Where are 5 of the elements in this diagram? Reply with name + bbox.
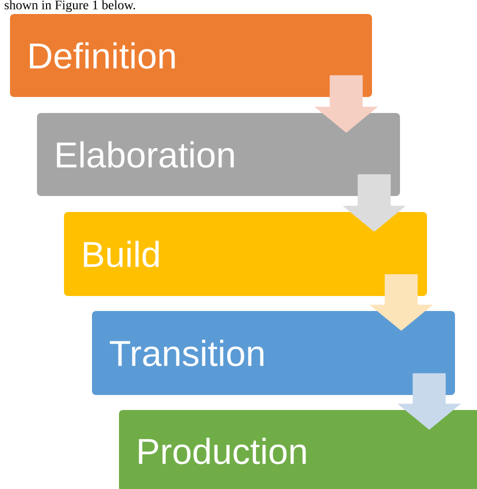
step-box: Production (119, 410, 477, 489)
step-box: Transition (92, 311, 455, 395)
step-box: Build (64, 212, 427, 296)
step-box: Definition (10, 14, 372, 97)
step-box: Elaboration (37, 113, 400, 196)
